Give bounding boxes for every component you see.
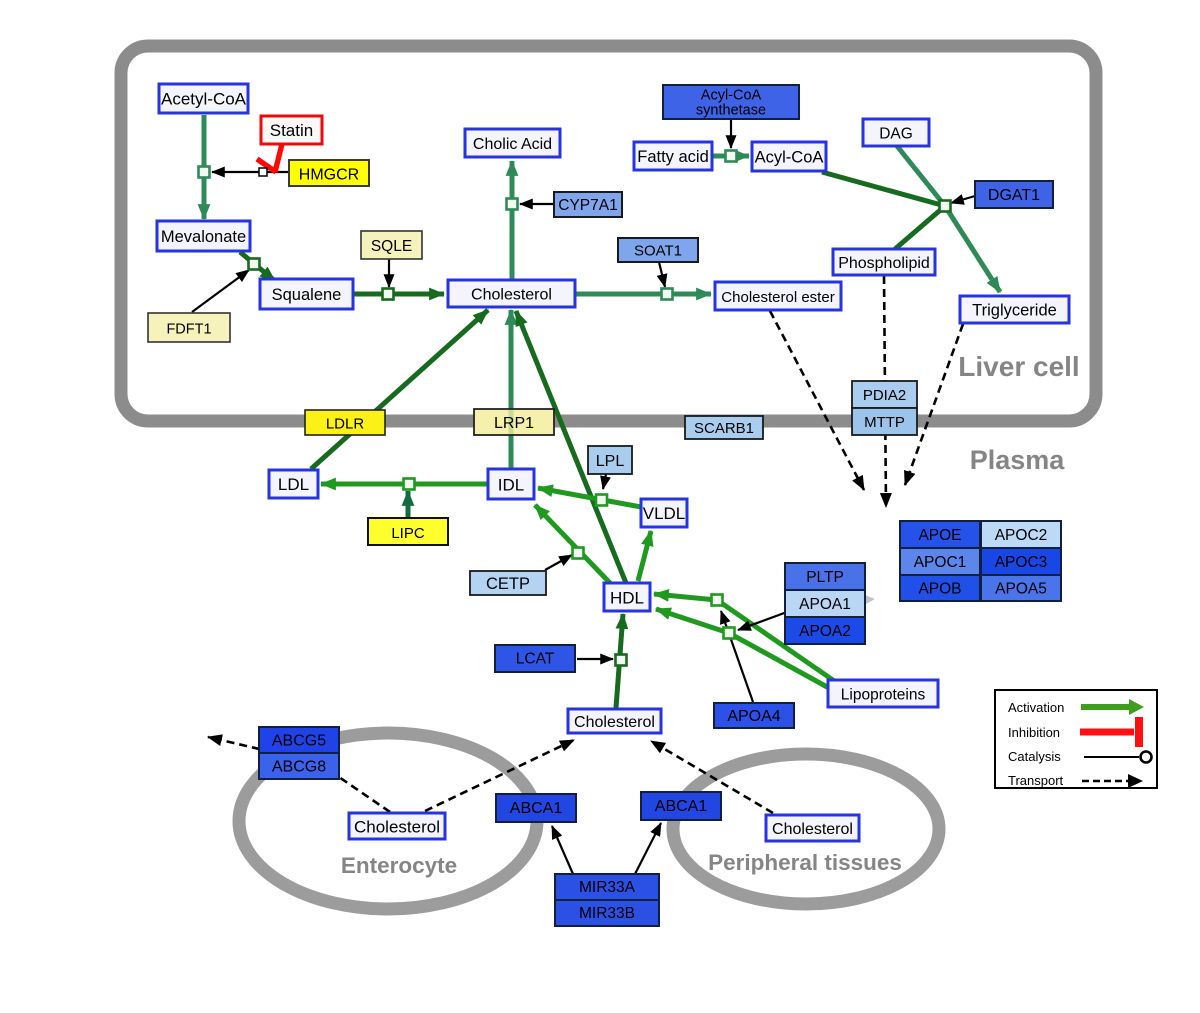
svg-text:APOE: APOE — [918, 527, 961, 544]
svg-text:Acyl-CoA: Acyl-CoA — [755, 149, 824, 167]
svg-text:Peripheral tissues: Peripheral tissues — [708, 850, 902, 875]
svg-text:CYP7A1: CYP7A1 — [558, 197, 617, 214]
svg-text:ABCA1: ABCA1 — [655, 798, 708, 815]
svg-text:Cholesterol: Cholesterol — [471, 287, 552, 304]
svg-text:Catalysis: Catalysis — [1008, 749, 1061, 764]
svg-text:PDIA2: PDIA2 — [863, 387, 906, 404]
svg-text:Lipoproteins: Lipoproteins — [841, 687, 926, 704]
svg-text:Cholesterol: Cholesterol — [354, 818, 440, 837]
svg-text:Mevalonate: Mevalonate — [161, 228, 246, 246]
svg-text:LDL: LDL — [278, 475, 309, 494]
svg-text:SOAT1: SOAT1 — [634, 243, 682, 260]
svg-text:MTTP: MTTP — [864, 414, 905, 431]
svg-text:HMGCR: HMGCR — [299, 167, 359, 184]
svg-text:Liver cell: Liver cell — [958, 351, 1079, 382]
svg-text:SQLE: SQLE — [371, 238, 412, 255]
svg-text:CETP: CETP — [486, 575, 530, 593]
svg-text:Fatty acid: Fatty acid — [637, 148, 709, 166]
svg-text:Transport: Transport — [1008, 773, 1064, 788]
svg-text:Acetyl-CoA: Acetyl-CoA — [161, 90, 247, 109]
svg-text:APOA1: APOA1 — [799, 596, 851, 613]
svg-text:PLTP: PLTP — [806, 569, 844, 586]
svg-text:Squalene: Squalene — [272, 286, 342, 304]
svg-text:Statin: Statin — [270, 121, 313, 140]
svg-text:ABCG5: ABCG5 — [272, 733, 326, 750]
svg-text:APOC1: APOC1 — [914, 554, 967, 571]
svg-text:Acyl-CoA: Acyl-CoA — [701, 88, 762, 104]
svg-text:synthetase: synthetase — [696, 103, 766, 119]
svg-text:DAG: DAG — [879, 126, 913, 143]
svg-text:MIR33A: MIR33A — [579, 879, 636, 896]
svg-text:APOA5: APOA5 — [995, 581, 1047, 598]
svg-text:Enterocyte: Enterocyte — [341, 853, 457, 878]
svg-text:Triglyceride: Triglyceride — [972, 302, 1057, 320]
svg-text:HDL: HDL — [610, 589, 644, 608]
svg-text:FDFT1: FDFT1 — [166, 322, 211, 338]
svg-text:Activation: Activation — [1008, 700, 1064, 715]
svg-text:LCAT: LCAT — [516, 651, 555, 668]
svg-text:APOB: APOB — [918, 581, 961, 598]
svg-text:APOC3: APOC3 — [995, 554, 1048, 571]
svg-text:SCARB1: SCARB1 — [694, 420, 754, 437]
svg-text:Cholesterol ester: Cholesterol ester — [721, 289, 834, 306]
svg-text:LRP1: LRP1 — [494, 415, 534, 432]
svg-text:VLDL: VLDL — [643, 504, 686, 523]
svg-text:Cholesterol: Cholesterol — [772, 821, 853, 838]
svg-text:Cholic Acid: Cholic Acid — [473, 136, 552, 153]
svg-text:Cholesterol: Cholesterol — [574, 714, 655, 731]
svg-text:ABCG8: ABCG8 — [272, 759, 326, 776]
svg-text:MIR33B: MIR33B — [579, 905, 635, 922]
svg-text:DGAT1: DGAT1 — [988, 187, 1040, 204]
svg-text:APOC2: APOC2 — [995, 527, 1048, 544]
svg-text:APOA4: APOA4 — [727, 708, 780, 725]
svg-text:Phospholipid: Phospholipid — [838, 255, 930, 272]
svg-text:IDL: IDL — [498, 476, 524, 495]
svg-text:APOA2: APOA2 — [799, 623, 851, 640]
svg-text:LPL: LPL — [596, 453, 625, 470]
svg-text:LDLR: LDLR — [326, 416, 365, 433]
svg-text:ABCA1: ABCA1 — [510, 800, 563, 817]
svg-text:Plasma: Plasma — [970, 445, 1066, 475]
svg-text:LIPC: LIPC — [391, 525, 425, 542]
svg-text:Inhibition: Inhibition — [1008, 725, 1060, 740]
